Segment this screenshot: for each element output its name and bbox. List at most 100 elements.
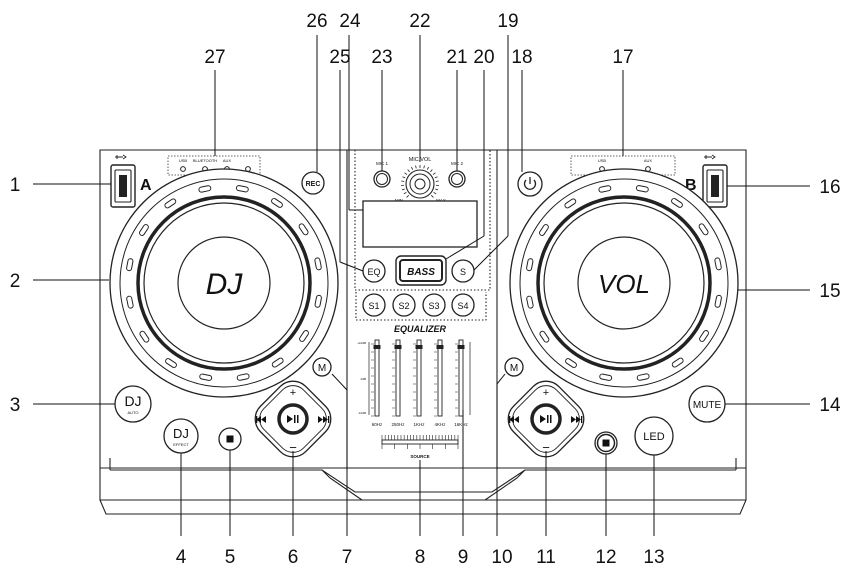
eq-slider-knob[interactable] bbox=[458, 345, 465, 349]
eq-slider-knob[interactable] bbox=[437, 345, 444, 349]
callout-25: 25 bbox=[329, 47, 350, 68]
volume-plus-right[interactable]: + bbox=[543, 387, 549, 399]
eq-scale-mid: 0dB bbox=[361, 377, 366, 381]
rec-button[interactable]: REC bbox=[302, 172, 324, 194]
indicator-led-usb bbox=[181, 167, 186, 172]
callout-4: 4 bbox=[176, 547, 187, 568]
s4-button-label: S4 bbox=[457, 301, 468, 311]
led-button[interactable]: LED bbox=[635, 417, 673, 455]
callout-21: 21 bbox=[446, 47, 467, 68]
lcd-display bbox=[363, 201, 477, 247]
jog-wheel-right[interactable]: VOL bbox=[510, 169, 738, 397]
mic1-jack[interactable] bbox=[374, 171, 390, 187]
mute-button-label: MUTE bbox=[693, 400, 722, 411]
callout-13: 13 bbox=[643, 547, 664, 568]
eq-slider-knob[interactable] bbox=[395, 345, 402, 349]
mic-volume-knob[interactable] bbox=[401, 165, 439, 198]
mic-knob-tick bbox=[424, 166, 425, 169]
dj-effect-button[interactable]: DJ EFFECT bbox=[164, 419, 198, 453]
callout-14: 14 bbox=[819, 395, 841, 416]
memory-button-left[interactable]: M bbox=[313, 358, 331, 376]
jog-wheel-right-label: VOL bbox=[598, 269, 650, 299]
usb-icon bbox=[704, 155, 715, 159]
callout-11: 11 bbox=[536, 547, 556, 568]
eq-band-4khz: 4KHz bbox=[434, 422, 446, 427]
bass-button-label: BASS bbox=[407, 267, 435, 278]
callout-3: 3 bbox=[10, 395, 21, 416]
stop-button-left[interactable] bbox=[219, 428, 241, 450]
callout-9: 9 bbox=[458, 547, 469, 568]
mute-button[interactable]: MUTE bbox=[689, 386, 725, 422]
usb-port-a[interactable] bbox=[111, 155, 135, 207]
indicator-aux-label: AUX bbox=[223, 158, 232, 163]
source-selector[interactable]: SOURCE bbox=[382, 435, 458, 459]
eq-slider-track bbox=[396, 340, 400, 416]
mic-knob-tick bbox=[407, 195, 409, 197]
eq-slider-knob[interactable] bbox=[374, 345, 381, 349]
callout-7: 7 bbox=[342, 547, 353, 568]
memory-button-right[interactable]: M bbox=[505, 358, 523, 376]
indicator-usb-label: USB bbox=[179, 158, 188, 163]
eq-slider-track bbox=[375, 340, 379, 416]
deck-a-label: A bbox=[140, 177, 152, 194]
callout-26: 26 bbox=[306, 11, 327, 32]
equalizer-sliders[interactable] bbox=[369, 340, 470, 416]
mic-knob-tick bbox=[405, 173, 407, 175]
mic-knob-tick bbox=[416, 166, 417, 169]
jog-wheel-left-label: DJ bbox=[206, 268, 244, 301]
eq-slider-track bbox=[438, 340, 442, 416]
callout-5: 5 bbox=[225, 547, 236, 568]
callout-6: 6 bbox=[288, 547, 299, 568]
stop-button-right[interactable] bbox=[595, 432, 617, 454]
eq-band-250hz: 250Hz bbox=[391, 422, 405, 427]
callout-22: 22 bbox=[409, 11, 430, 32]
callout-12: 12 bbox=[595, 547, 616, 568]
s-button[interactable]: S bbox=[452, 260, 474, 282]
mic-knob-tick bbox=[433, 173, 435, 175]
stop-icon bbox=[227, 436, 234, 443]
dj-auto-button-sublabel: AUTO bbox=[127, 410, 138, 415]
power-button[interactable] bbox=[518, 172, 542, 196]
led-button-label: LED bbox=[643, 431, 664, 443]
callout-10: 10 bbox=[491, 547, 512, 568]
memory-button-left-label: M bbox=[318, 363, 326, 374]
usb-port-b[interactable] bbox=[703, 155, 727, 207]
dj-auto-button[interactable]: DJ AUTO bbox=[115, 386, 151, 422]
eq-button[interactable]: EQ bbox=[363, 260, 385, 282]
s1-button-label: S1 bbox=[368, 301, 379, 311]
callout-23: 23 bbox=[371, 47, 392, 68]
callout-27: 27 bbox=[204, 47, 225, 68]
eq-scale-top: +10dB bbox=[357, 341, 366, 345]
mic-knob-tick bbox=[435, 177, 438, 178]
mic2-jack[interactable] bbox=[449, 171, 465, 187]
callout-8: 8 bbox=[415, 547, 426, 568]
eq-slider-track bbox=[459, 340, 463, 416]
dj-auto-button-label: DJ bbox=[124, 393, 141, 409]
mic-knob-tick bbox=[431, 195, 433, 197]
stop-icon bbox=[603, 440, 610, 447]
s2-button-label: S2 bbox=[398, 301, 409, 311]
callout-19: 19 bbox=[497, 11, 518, 32]
bass-button[interactable]: BASS bbox=[396, 256, 446, 285]
mic-knob-tick bbox=[411, 167, 412, 170]
mic-knob-tick bbox=[427, 167, 428, 170]
callout-17: 17 bbox=[612, 47, 633, 68]
indicator-aux-label-right: AUX bbox=[644, 158, 653, 163]
s3-button[interactable]: S3 bbox=[423, 294, 445, 316]
s4-button[interactable]: S4 bbox=[452, 294, 474, 316]
callout-15: 15 bbox=[819, 281, 840, 302]
equalizer-title: EQUALIZER bbox=[394, 324, 447, 334]
indicator-bluetooth-label: BLUETOOTH bbox=[193, 158, 217, 163]
eq-band-60hz: 60Hz bbox=[372, 422, 383, 427]
eq-slider-knob[interactable] bbox=[416, 345, 423, 349]
mic-knob-tick bbox=[430, 170, 432, 172]
s2-button[interactable]: S2 bbox=[393, 294, 415, 316]
s3-button-label: S3 bbox=[428, 301, 439, 311]
s1-button[interactable]: S1 bbox=[363, 294, 385, 316]
jog-wheel-left[interactable]: DJ bbox=[110, 169, 338, 397]
callout-1: 1 bbox=[10, 175, 21, 196]
rec-button-label: REC bbox=[306, 181, 321, 188]
volume-plus-left[interactable]: + bbox=[290, 387, 296, 399]
